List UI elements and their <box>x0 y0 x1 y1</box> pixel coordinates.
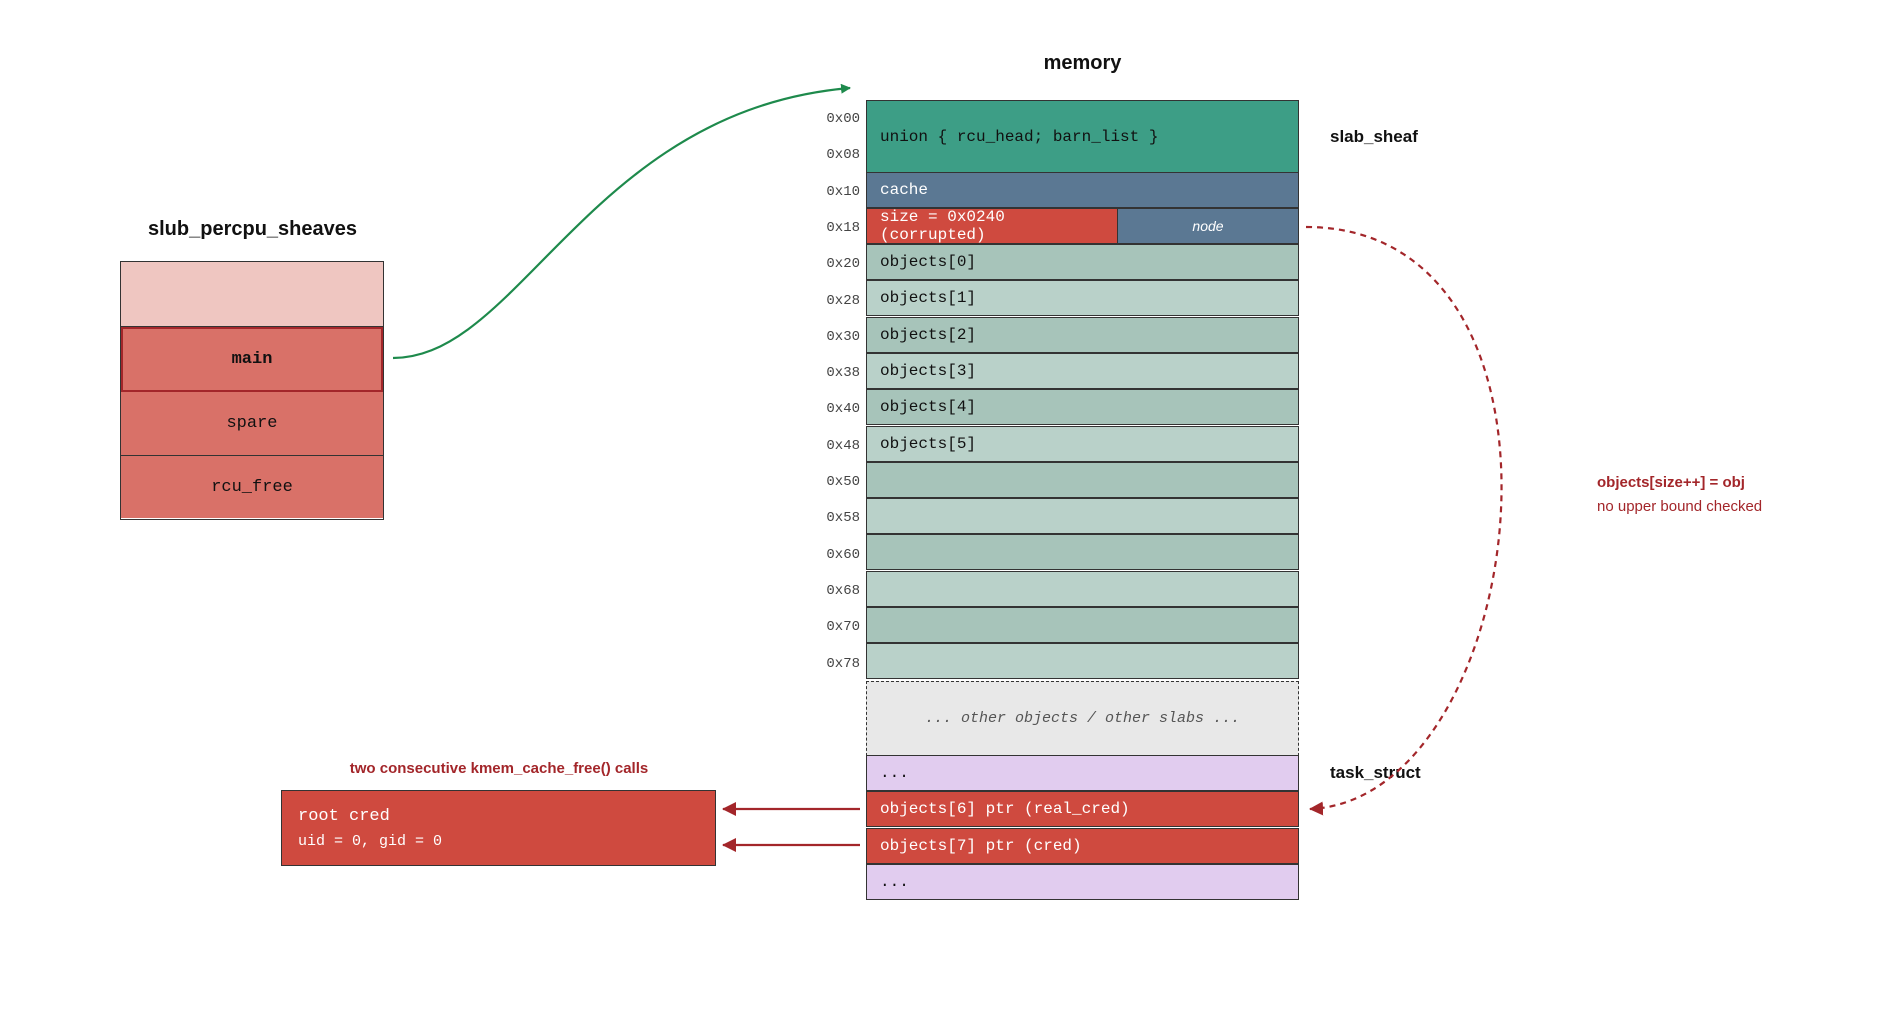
annotation-note: no upper bound checked <box>1597 498 1763 515</box>
percpu-cell-main[interactable]: main <box>121 327 383 392</box>
root-cred-box[interactable]: root cred uid = 0, gid = 0 <box>281 790 716 866</box>
object-slot-row[interactable] <box>866 607 1299 643</box>
size-text: size = 0x0240 (corrupted) <box>880 208 1005 244</box>
node-row[interactable]: node <box>1117 208 1299 244</box>
task-row-label: ... <box>880 872 909 891</box>
object-slot-row[interactable]: objects[1] <box>866 280 1299 317</box>
node-text: node <box>1192 218 1224 234</box>
task-row-label: objects[7] ptr (cred) <box>880 836 1082 855</box>
object-slot-row[interactable]: objects[4] <box>866 389 1299 426</box>
cache-text: cache <box>880 181 929 199</box>
object-slot-label: objects[0] <box>880 253 977 271</box>
offset-label: 0x08 <box>826 147 860 164</box>
main-to-sheaf-arrow <box>392 83 851 360</box>
offset-label: 0x48 <box>826 437 860 454</box>
slab-sheaf-label: slab_sheaf <box>1330 127 1418 146</box>
object-slot-label: objects[3] <box>880 361 977 380</box>
offset-label: 0x30 <box>826 328 860 345</box>
offset-label: 0x60 <box>826 546 860 563</box>
root-cred-title: root cred <box>298 807 390 826</box>
object-slot-label: objects[1] <box>880 289 977 308</box>
object-slot-label: objects[4] <box>880 398 977 417</box>
object-slot-row[interactable]: objects[3] <box>866 352 1299 389</box>
percpu-cell-rcu-free[interactable]: rcu_free <box>121 456 383 518</box>
object-slot-row[interactable]: objects[0] <box>866 244 1299 280</box>
gap-text: ... other objects / other slabs ... <box>924 710 1241 727</box>
offset-label: 0x40 <box>826 401 860 418</box>
root-cred-ids: uid = 0, gid = 0 <box>298 833 443 850</box>
percpu-title: slub_percpu_sheaves <box>148 218 357 240</box>
object-slot-row[interactable]: objects[5] <box>866 425 1299 462</box>
object-slot-row[interactable] <box>866 570 1299 607</box>
percpu-cell-spare[interactable]: spare <box>121 392 383 456</box>
size-overflow-arrow <box>1305 225 1503 816</box>
other-objects-gap: ... other objects / other slabs ... <box>866 681 1299 756</box>
object-slot-row[interactable] <box>866 534 1299 571</box>
task-row-label: objects[6] ptr (real_cred) <box>880 800 1130 819</box>
task-cred-pointer-row[interactable]: objects[7] ptr (cred) <box>866 827 1299 864</box>
offset-label: 0x18 <box>826 219 860 236</box>
size-row[interactable]: size = 0x0240 (corrupted) <box>866 208 1118 244</box>
offset-label: 0x10 <box>826 183 860 200</box>
offset-label: 0x50 <box>826 474 860 490</box>
task-row-label: ... <box>880 764 909 782</box>
offset-label: 0x20 <box>826 256 860 273</box>
object-slot-label: objects[2] <box>880 325 977 344</box>
object-slot-label: objects[5] <box>880 434 977 453</box>
cache-row[interactable]: cache <box>866 172 1299 208</box>
object-slot-row[interactable] <box>866 461 1299 498</box>
offset-label: 0x78 <box>826 655 860 672</box>
annotation-title: objects[size++] = obj <box>1597 474 1745 491</box>
task-ellipsis-row[interactable]: ... <box>866 863 1299 900</box>
offset-label: 0x58 <box>826 510 860 527</box>
offset-label: 0x28 <box>826 292 860 309</box>
task-cred-pointer-row[interactable]: objects[6] ptr (real_cred) <box>866 791 1299 828</box>
object-slot-row[interactable]: objects[2] <box>866 316 1299 353</box>
offset-label: 0x00 <box>826 111 860 127</box>
memory-title: memory <box>1043 52 1122 74</box>
task-struct-label: task_struct <box>1330 763 1421 782</box>
object-slot-row[interactable] <box>866 643 1299 680</box>
cred-caption: two consecutive kmem_cache_free() calls <box>349 760 649 777</box>
task-ellipsis-row[interactable]: ... <box>866 755 1299 791</box>
percpu-cell-empty <box>121 262 383 327</box>
percpu-sheaves-box: main spare rcu_free <box>120 261 384 520</box>
offset-label: 0x70 <box>826 619 860 636</box>
object-slot-row[interactable] <box>866 498 1299 535</box>
offset-label: 0x68 <box>826 582 860 599</box>
offset-label: 0x38 <box>826 365 860 382</box>
slab-sheaf-union-row[interactable]: union { rcu_head; barn_list } <box>866 100 1299 173</box>
union-text: union { rcu_head; barn_list } <box>880 127 1159 146</box>
